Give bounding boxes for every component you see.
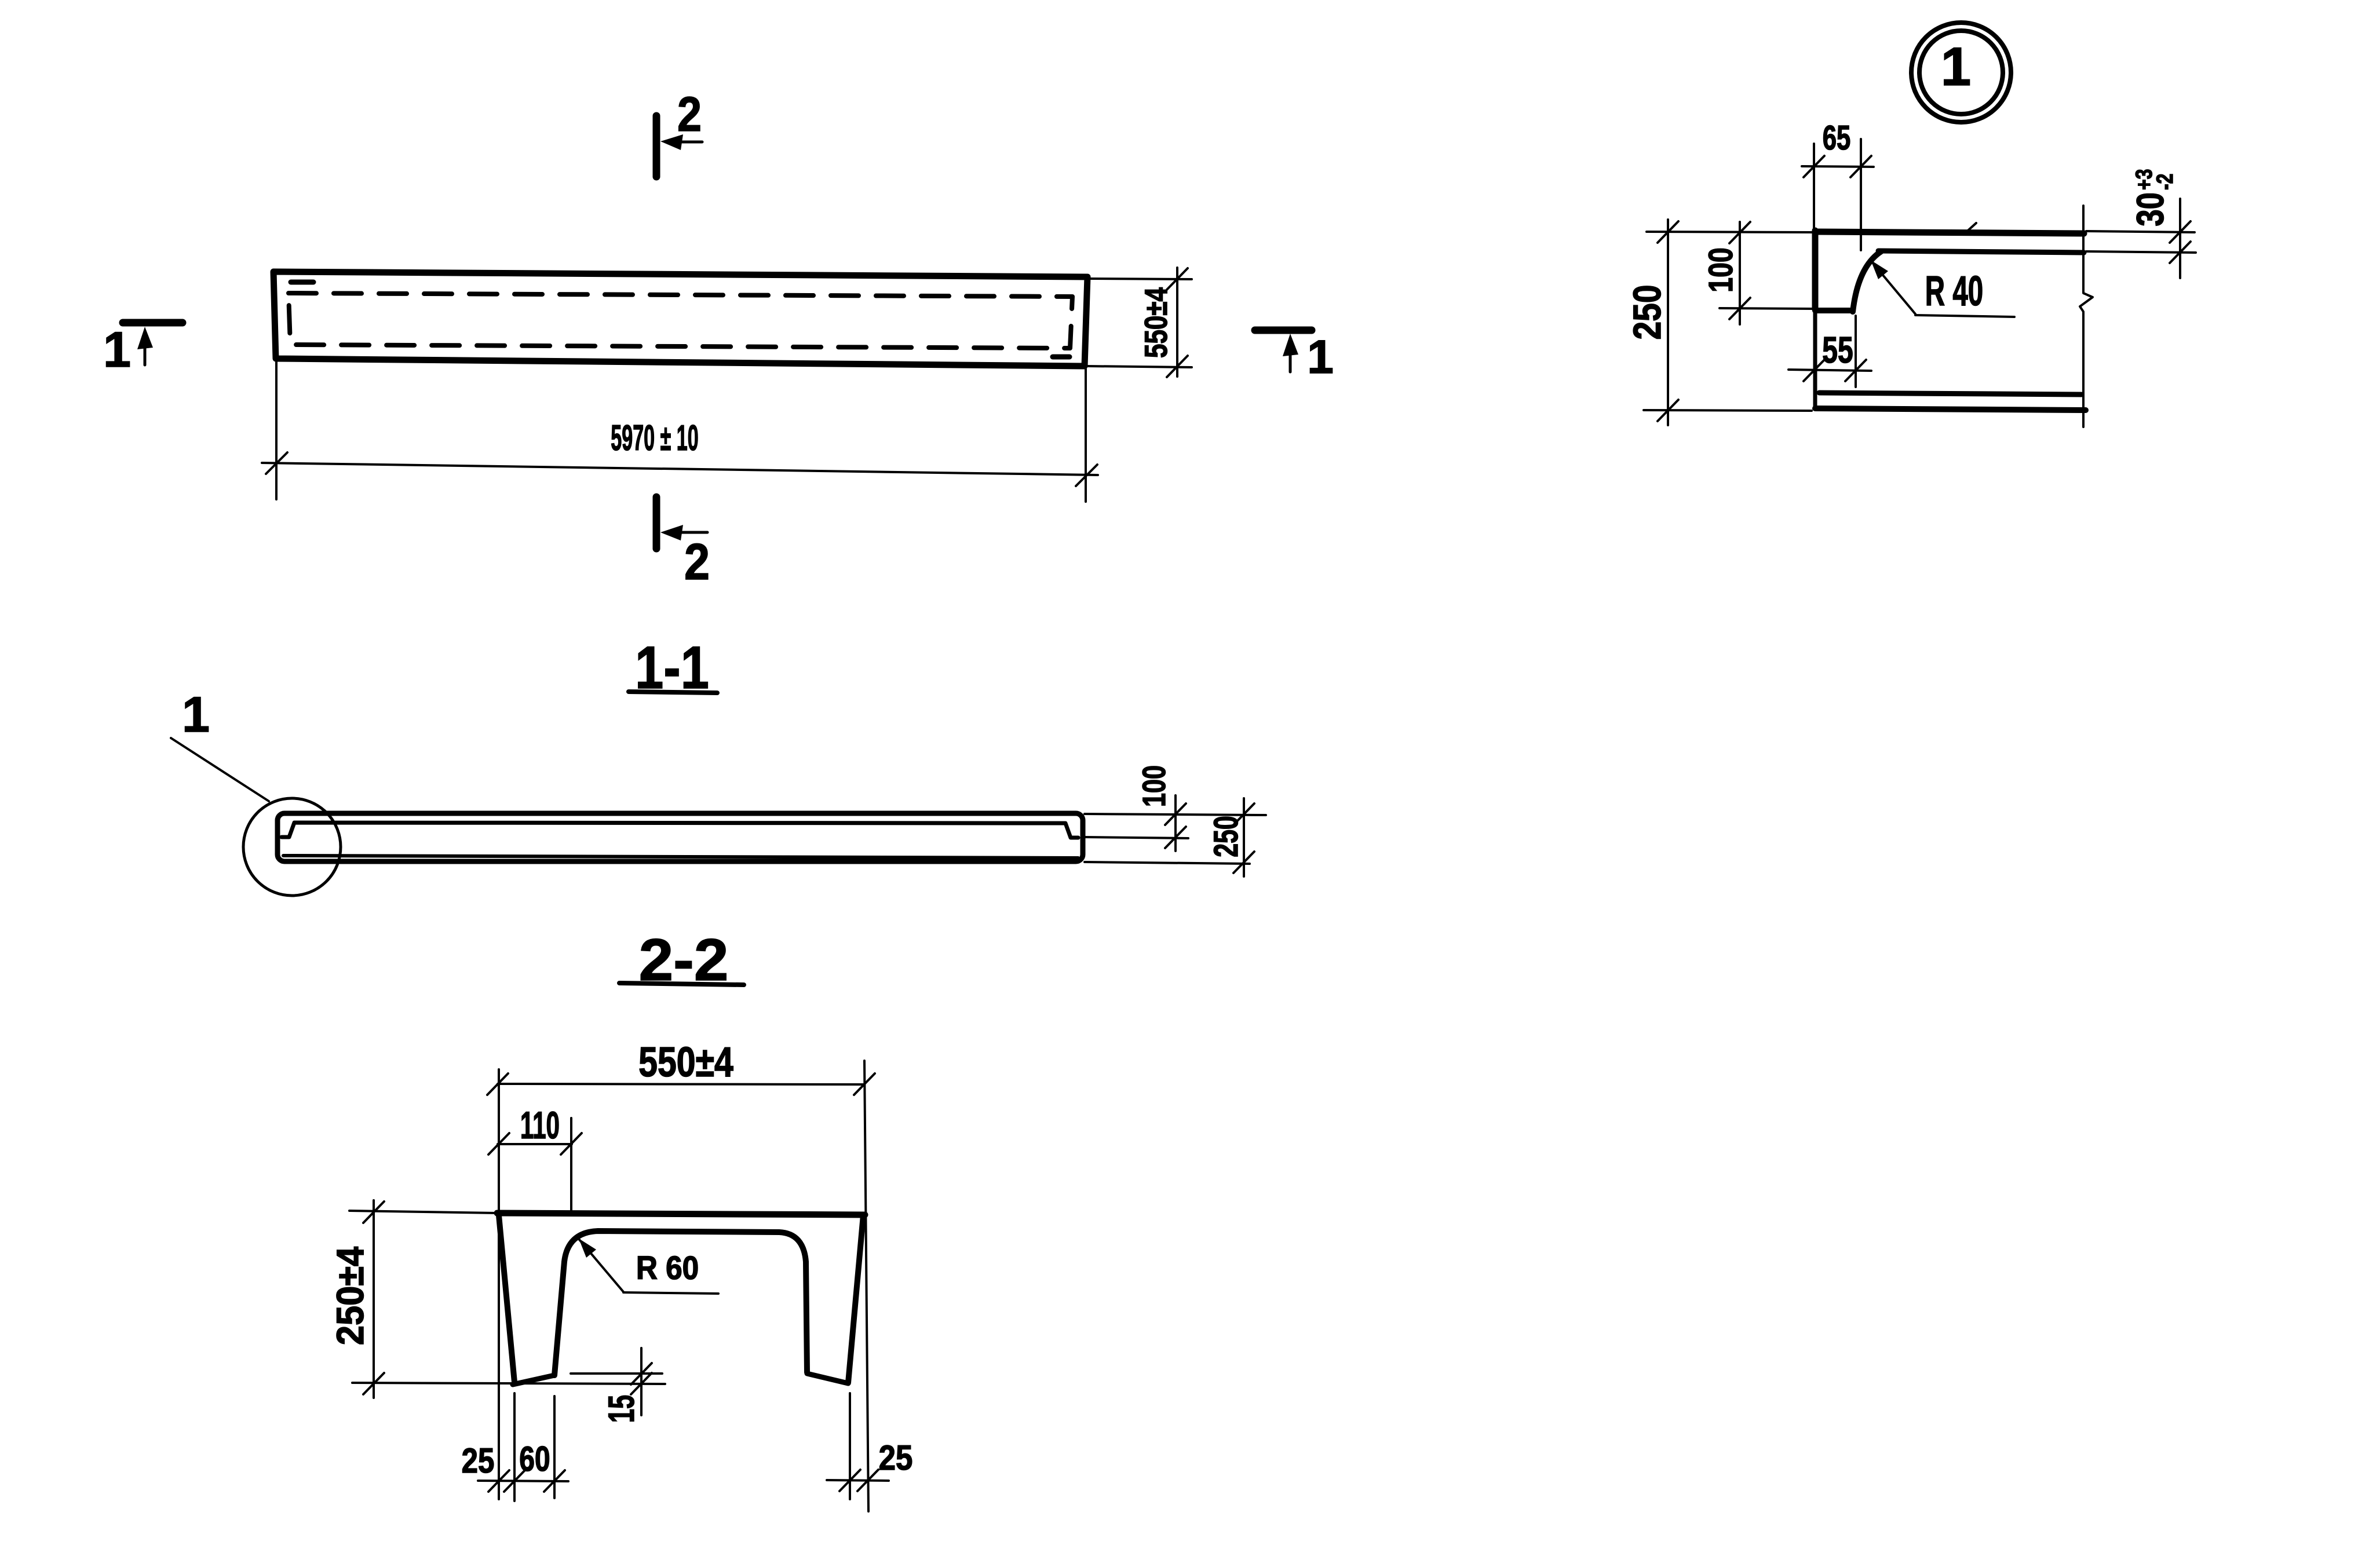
svg-text:250±4: 250±4 [328,1246,372,1345]
svg-text:1: 1 [182,687,210,743]
svg-text:250: 250 [1626,285,1669,340]
svg-text:550±4: 550±4 [1138,287,1174,358]
svg-text:R 40: R 40 [1925,268,1983,314]
svg-text:65: 65 [1823,119,1851,157]
svg-text:100: 100 [1702,247,1740,292]
svg-text:5970 ± 10: 5970 ± 10 [611,418,698,458]
svg-text:25: 25 [462,1441,495,1480]
svg-text:1: 1 [1941,36,1971,97]
svg-text:250: 250 [1207,816,1245,857]
svg-text:60: 60 [519,1440,550,1478]
svg-text:550±4: 550±4 [638,1038,733,1085]
svg-text:+3: +3 [2131,169,2157,190]
svg-text:100: 100 [1136,765,1173,807]
svg-text:110: 110 [520,1104,560,1146]
svg-text:15: 15 [601,1395,642,1423]
svg-text:30: 30 [2129,192,2171,227]
svg-text:-2: -2 [2152,174,2178,190]
svg-text:1: 1 [103,322,131,378]
svg-text:2: 2 [684,533,710,590]
svg-text:2: 2 [677,87,702,141]
svg-text:R 60: R 60 [636,1250,699,1287]
svg-text:1: 1 [1307,331,1334,383]
svg-text:25: 25 [879,1438,913,1477]
svg-text:55: 55 [1822,329,1853,370]
